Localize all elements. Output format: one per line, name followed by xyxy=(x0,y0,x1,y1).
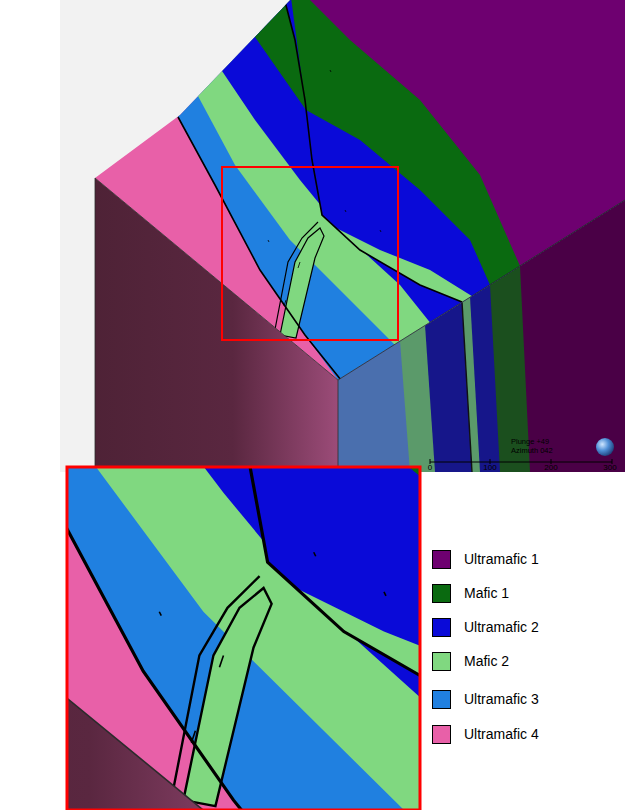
legend-row: Mafic 1 xyxy=(432,582,509,604)
top-face xyxy=(90,0,625,410)
top-face xyxy=(170,0,625,410)
movement-ticks xyxy=(284,300,286,306)
movement-ticks xyxy=(268,240,269,242)
zoom-frame xyxy=(222,167,398,340)
legend-row: Mafic 2 xyxy=(432,650,509,672)
scale-bar xyxy=(430,461,612,462)
legend-swatch xyxy=(432,725,451,744)
zoom-inset xyxy=(67,467,420,810)
legend-swatch xyxy=(432,550,451,569)
top-face xyxy=(300,0,625,266)
legend-swatch xyxy=(432,652,451,671)
orientation-globe xyxy=(596,438,614,456)
legend-text: Ultramafic 2 xyxy=(464,619,539,635)
top-face xyxy=(280,228,324,338)
view-plunge: Plunge +49 xyxy=(511,438,549,446)
legend-text: Ultramafic 3 xyxy=(464,691,539,707)
movement-ticks xyxy=(330,70,331,72)
scale-value: 300 xyxy=(603,464,616,472)
legend-text: Ultramafic 1 xyxy=(464,551,539,567)
fault-block xyxy=(300,225,475,330)
top-face xyxy=(282,0,462,302)
block-edges xyxy=(338,380,339,472)
legend-swatch xyxy=(432,618,451,637)
scale-bar xyxy=(430,459,612,464)
top-face xyxy=(250,0,625,410)
scale-value: 200 xyxy=(544,464,557,472)
block-edges xyxy=(95,178,96,472)
legend-swatch xyxy=(432,584,451,603)
right-face xyxy=(462,302,472,472)
legend-row: Ultramafic 3 xyxy=(432,688,539,710)
fault-block xyxy=(290,0,625,285)
movement-ticks xyxy=(268,70,381,306)
movement-ticks xyxy=(298,262,300,268)
top-face xyxy=(178,117,345,385)
view-azimuth: Azimuth 042 xyxy=(511,447,553,455)
legend-row: Ultramafic 4 xyxy=(432,723,539,745)
geology-block xyxy=(90,0,625,472)
scale-value: 0 xyxy=(428,464,432,472)
scale-value: 100 xyxy=(483,464,496,472)
legend-row: Ultramafic 1 xyxy=(432,548,539,570)
block-edges xyxy=(95,178,625,380)
inset-frame xyxy=(67,467,420,810)
fault-block xyxy=(270,0,625,330)
legend-row: Ultramafic 2 xyxy=(432,616,539,638)
legend-swatch xyxy=(432,690,451,709)
movement-ticks xyxy=(345,210,346,212)
top-face xyxy=(272,222,318,345)
legend-text: Ultramafic 4 xyxy=(464,726,539,742)
fault-block xyxy=(270,0,625,320)
movement-ticks xyxy=(380,230,381,232)
legend-text: Mafic 1 xyxy=(464,585,509,601)
zoom-inset xyxy=(67,467,420,810)
legend-text: Mafic 2 xyxy=(464,653,509,669)
block-edges xyxy=(95,178,625,472)
